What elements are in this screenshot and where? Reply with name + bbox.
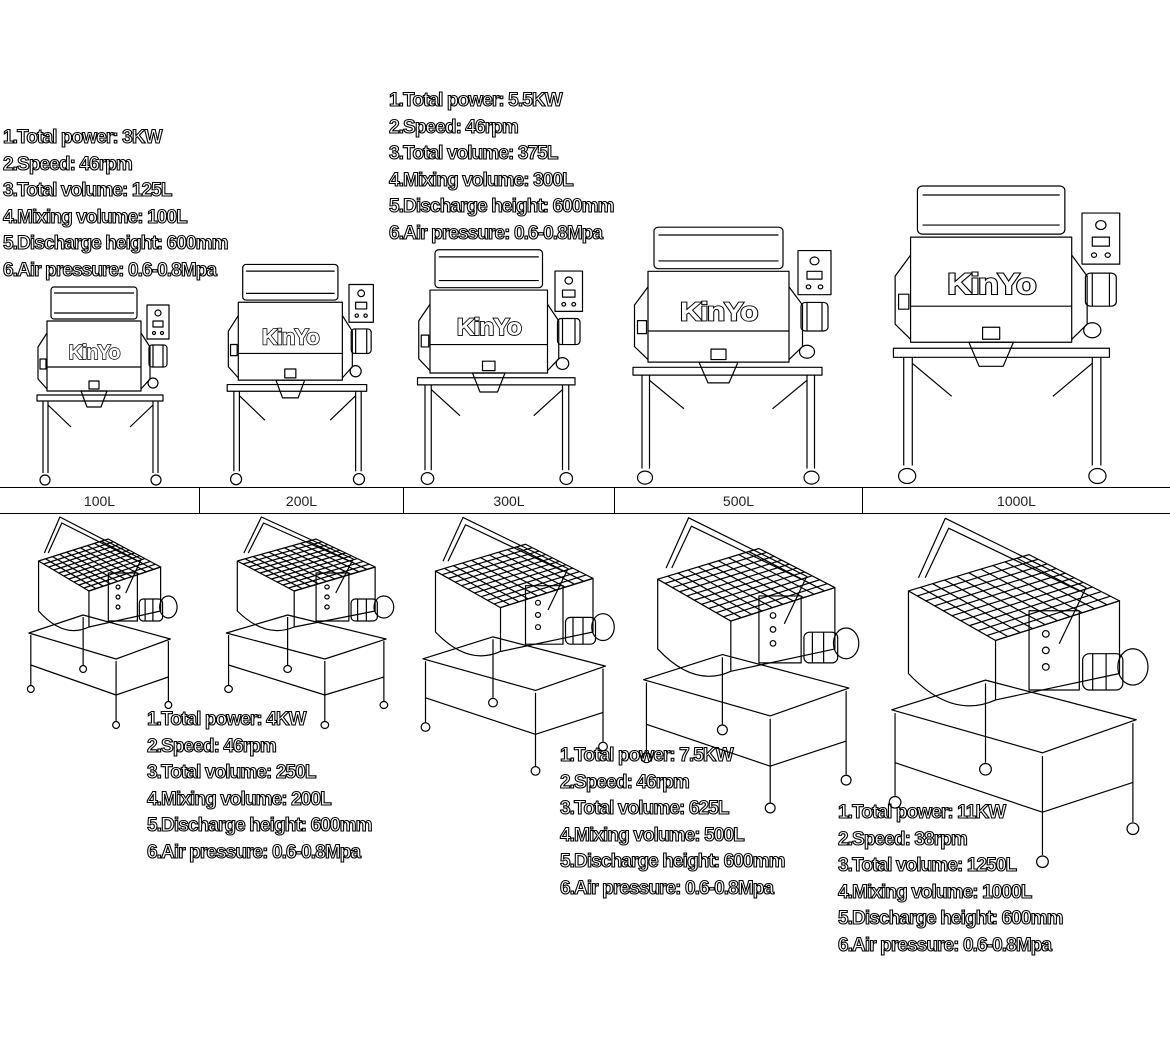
spec-line: 4.Mixing volume: 500L	[559, 824, 745, 846]
spec-line: 6.Air pressure: 0.6-0.8Mpa	[837, 934, 1052, 956]
spec-line: 2.Speed: 46rpm	[2, 153, 133, 175]
spec-line: 1.Total power: 11KW	[837, 801, 1006, 823]
capacity-label-200l: 200L	[200, 488, 404, 513]
spec-line: 5.Discharge height: 600mm	[146, 815, 373, 837]
spec-line: 1.Total power: 4KW	[146, 708, 307, 730]
iso-view-100l	[25, 515, 180, 730]
spec-line: 1.Total power: 5.5KW	[388, 89, 563, 111]
front-view-300l: KinYo	[415, 245, 590, 488]
spec-line: 3.Total volume: 625L	[559, 798, 730, 820]
svg-text:KinYo: KinYo	[947, 267, 1036, 301]
spec-line: 3.Total volume: 375L	[388, 143, 559, 165]
spec-line: 2.Speed: 46rpm	[146, 735, 277, 757]
svg-text:KinYo: KinYo	[457, 315, 521, 341]
front-view-500l: KinYo	[630, 222, 840, 488]
spec-line: 2.Speed: 38rpm	[837, 828, 968, 850]
svg-text:KinYo: KinYo	[262, 324, 319, 349]
spec-line: 3.Total volume: 1250L	[837, 855, 1017, 877]
iso-view-200l	[222, 515, 397, 730]
spec-line: 6.Air pressure: 0.6-0.8Mpa	[2, 259, 217, 281]
spec-line: 5.Discharge height: 600mm	[559, 851, 786, 873]
svg-text:KinYo: KinYo	[680, 297, 758, 326]
spec-line: 6.Air pressure: 0.6-0.8Mpa	[146, 841, 361, 863]
spec-line: 2.Speed: 46rpm	[559, 771, 690, 793]
capacity-label-300l: 300L	[404, 488, 615, 513]
spec-line: 5.Discharge height: 600mm	[837, 908, 1064, 930]
spec-line: 1.Total power: 7.5KW	[559, 744, 734, 766]
front-view-100l: KinYo	[35, 283, 175, 488]
spec-line: 4.Mixing volume: 100L	[2, 206, 188, 228]
front-view-1000l: KinYo	[890, 180, 1130, 488]
spec-line: 2.Speed: 46rpm	[388, 116, 519, 138]
spec-line: 3.Total volume: 250L	[146, 762, 317, 784]
capacity-bar: 100L 200L 300L 500L 1000L	[0, 487, 1170, 514]
capacity-label-100l: 100L	[0, 488, 200, 513]
spec-line: 6.Air pressure: 0.6-0.8Mpa	[388, 222, 603, 244]
spec-line: 1.Total power: 3KW	[2, 126, 163, 148]
spec-line: 4.Mixing volume: 300L	[388, 169, 574, 191]
spec-block-300l: 1.Total power: 5.5KW 2.Speed: 46rpm 3.To…	[388, 88, 615, 248]
spec-block-1000l: 1.Total power: 11KW 2.Speed: 38rpm 3.Tot…	[837, 800, 1064, 960]
spec-line: 5.Discharge height: 600mm	[388, 196, 615, 218]
front-view-200l: KinYo	[225, 260, 380, 488]
spec-block-500l: 1.Total power: 7.5KW 2.Speed: 46rpm 3.To…	[559, 743, 786, 903]
spec-line: 5.Discharge height: 600mm	[2, 233, 229, 255]
iso-view-300l	[418, 515, 618, 777]
spec-line: 6.Air pressure: 0.6-0.8Mpa	[559, 877, 774, 899]
iso-view-500l	[638, 515, 863, 815]
svg-text:KinYo: KinYo	[68, 342, 120, 364]
capacity-label-1000l: 1000L	[997, 492, 1036, 509]
spec-line: 4.Mixing volume: 200L	[146, 788, 332, 810]
spec-block-200l: 1.Total power: 4KW 2.Speed: 46rpm 3.Tota…	[146, 707, 373, 867]
spec-line: 4.Mixing volume: 1000L	[837, 881, 1032, 903]
spec-block-100l: 1.Total power: 3KW 2.Speed: 46rpm 3.Tota…	[2, 125, 229, 285]
spec-line: 3.Total volume: 125L	[2, 180, 173, 202]
iso-view-1000l	[885, 515, 1153, 870]
capacity-label-500l: 500L	[615, 488, 863, 513]
